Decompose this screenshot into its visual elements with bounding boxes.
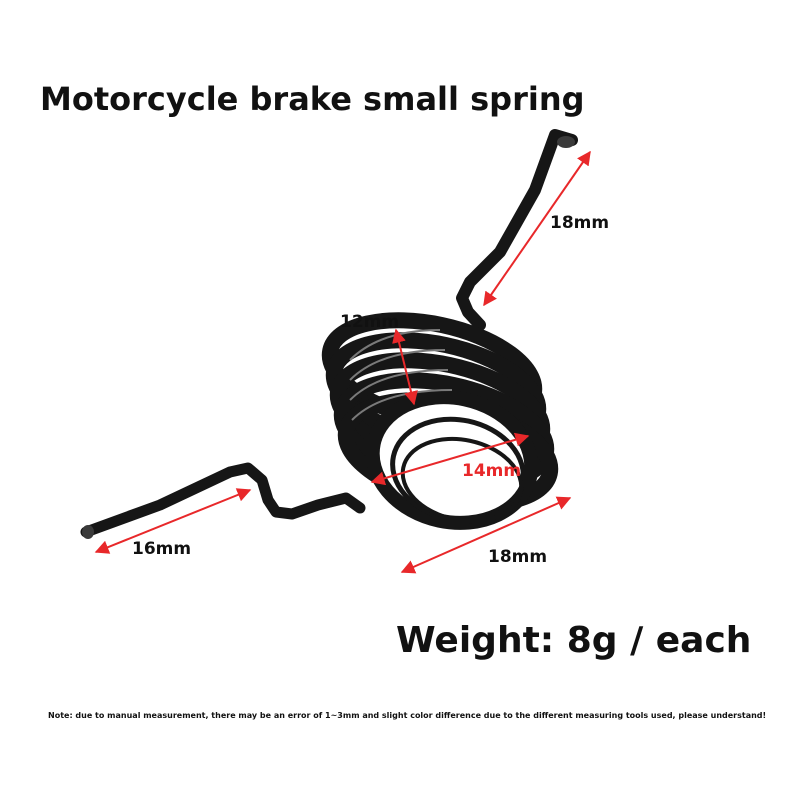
dimension-line-inner-diameter [370,432,530,486]
dimension-line-left-leg [94,488,252,554]
label-coil-length: 18mm [488,547,547,567]
dimension-lines [94,150,591,574]
label-top-leg: 18mm [550,213,609,233]
spring-left-leg-tip [82,525,94,539]
label-inner-diameter: 14mm [462,461,521,481]
spring-top-leg-tip [557,136,575,148]
weight-label: Weight: 8g / each [396,620,752,661]
dimension-line-top-leg [483,150,591,307]
dimension-line-coil-length [400,496,572,574]
label-coil-wire: 12mm [340,312,399,332]
spring-left-leg [80,462,366,538]
label-left-leg: 16mm [132,539,191,559]
page-title: Motorcycle brake small spring [40,80,585,118]
dimension-line-coil-wire [392,328,418,406]
measurement-note: Note: due to manual measurement, there m… [48,711,767,720]
